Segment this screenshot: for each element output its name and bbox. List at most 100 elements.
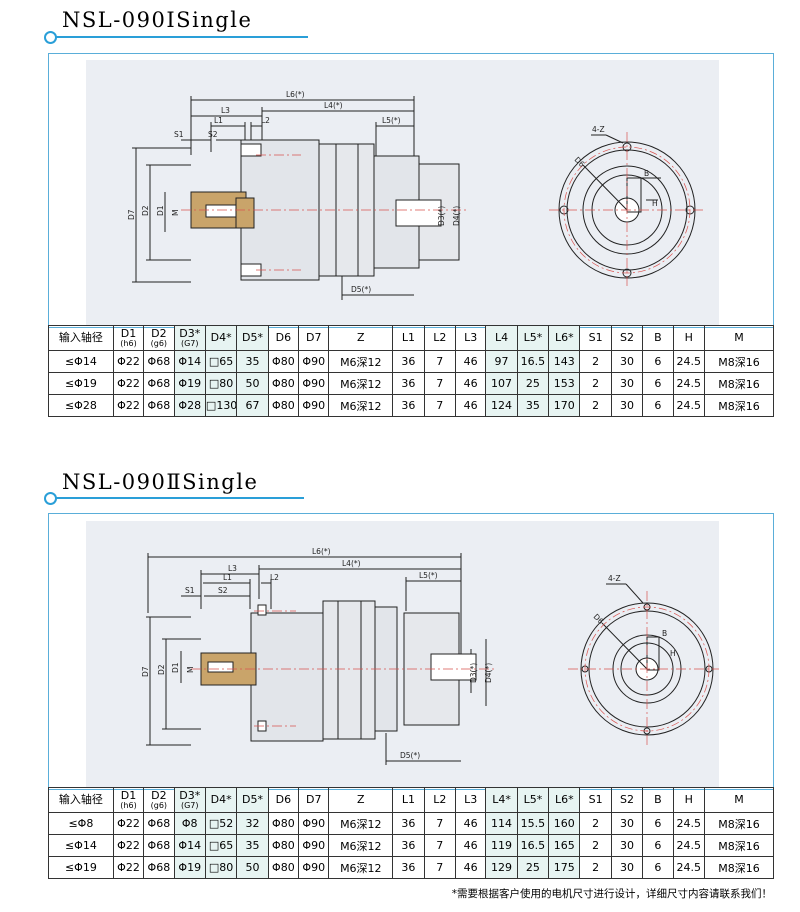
header-cell: D7 <box>298 325 330 351</box>
table-cell: Φ28 <box>173 394 206 417</box>
table-cell: □80 <box>204 856 238 879</box>
table-cell: 2 <box>579 834 612 857</box>
title-bullet-icon <box>44 492 57 505</box>
dim-label-l4: L4(*) <box>342 559 361 568</box>
header-cell: L5* <box>516 325 550 351</box>
table-cell: 7 <box>423 812 456 835</box>
table-cell: 16.5 <box>516 834 550 857</box>
table-cell: 170 <box>548 394 581 417</box>
table-cell: 6 <box>642 812 674 835</box>
table-cell: M8深16 <box>703 350 775 373</box>
dim-label-s1: S1 <box>174 130 184 139</box>
table-cell: 24.5 <box>672 812 705 835</box>
table-cell: 2 <box>579 856 612 879</box>
header-cell: D5* <box>236 325 269 351</box>
dim-label-z: 4-Z <box>592 125 605 134</box>
table-cell: ≤Φ19 <box>48 856 114 879</box>
table-cell: Φ80 <box>267 812 300 835</box>
table-cell: Φ22 <box>112 812 145 835</box>
table-cell: M6深12 <box>328 372 394 395</box>
table-cell: 7 <box>423 834 456 857</box>
footnote: *需要根据客户使用的电机尺寸进行设计，详细尺寸内容请联系我们！ <box>451 888 772 900</box>
table-cell: M6深12 <box>328 856 394 879</box>
title-underline <box>46 36 308 38</box>
header-cell: D3*(G7) <box>173 787 206 813</box>
header-cell: D2(g6) <box>143 787 175 813</box>
dim-label-d4: D4(*) <box>484 663 493 683</box>
table-cell: 35 <box>516 394 550 417</box>
table-cell: Φ14 <box>173 834 206 857</box>
table-cell: Φ80 <box>267 372 300 395</box>
header-cell: L4* <box>485 787 518 813</box>
gearbox-drawing-svg: L6(*) L4(*) L3 L1 L2 L5(*) S1 S2 D5(*) D… <box>141 547 719 765</box>
table-cell: 129 <box>485 856 518 879</box>
table-cell: Φ68 <box>143 856 175 879</box>
table-cell: 153 <box>548 372 581 395</box>
header-cell: D4* <box>204 787 238 813</box>
table-cell: 24.5 <box>672 350 705 373</box>
table-cell: Φ80 <box>267 834 300 857</box>
table-cell: Φ80 <box>267 394 300 417</box>
table-cell: M8深16 <box>703 856 775 879</box>
table-cell: 6 <box>642 350 674 373</box>
table-cell: ≤Φ8 <box>48 812 114 835</box>
table-cell: Φ68 <box>143 350 175 373</box>
header-cell: S1 <box>579 325 612 351</box>
table-cell: 2 <box>579 350 612 373</box>
dim-label-s1: S1 <box>185 586 195 595</box>
header-cell: S2 <box>610 787 644 813</box>
table-cell: Φ68 <box>143 812 175 835</box>
table-cell: 30 <box>610 350 644 373</box>
header-cell: H <box>672 325 705 351</box>
table-cell: 24.5 <box>672 372 705 395</box>
gearbox-drawing-svg: L6(*) L4(*) L3 L1 L2 L5(*) S1 S2 D5(*) D… <box>127 90 706 300</box>
header-cell: M <box>703 787 775 813</box>
header-cell: S1 <box>579 787 612 813</box>
table-cell: 24.5 <box>672 834 705 857</box>
spec-table: 输入轴径 D1(h6) D2(g6) D3*(G7) D4* D5* D6 D7… <box>48 787 775 879</box>
table-cell: Φ22 <box>112 394 145 417</box>
table-cell: Φ19 <box>173 372 206 395</box>
dim-label-z: 4-Z <box>608 574 621 583</box>
dim-label-h: H <box>670 649 676 658</box>
table-cell: 15.5 <box>516 812 550 835</box>
header-cell: L2 <box>423 787 456 813</box>
table-cell: 35 <box>236 834 269 857</box>
table-cell: Φ14 <box>173 350 206 373</box>
table-cell: M8深16 <box>703 812 775 835</box>
table-cell: 7 <box>423 350 456 373</box>
table-cell: ≤Φ14 <box>48 834 114 857</box>
header-cell: D1(h6) <box>112 325 145 351</box>
table-cell: 160 <box>548 812 581 835</box>
dim-label-d7: D7 <box>127 209 136 220</box>
table-cell: Φ22 <box>112 856 145 879</box>
table-cell: □130 <box>204 394 238 417</box>
table-cell: 46 <box>454 372 487 395</box>
table-cell: 35 <box>236 350 269 373</box>
header-cell: 输入轴径 <box>48 325 114 351</box>
technical-drawing: L6(*) L4(*) L3 L1 L2 L5(*) S1 S2 D5(*) D… <box>86 521 719 788</box>
table-cell: 107 <box>485 372 518 395</box>
table-cell: 24.5 <box>672 856 705 879</box>
table-cell: □65 <box>204 834 238 857</box>
table-cell: 46 <box>454 834 487 857</box>
table-cell: M6深12 <box>328 812 394 835</box>
header-cell: Z <box>328 787 394 813</box>
table-cell: M6深12 <box>328 834 394 857</box>
header-cell: L1 <box>392 787 425 813</box>
dim-label-d1: D1 <box>171 662 180 673</box>
dim-label-s2: S2 <box>208 130 218 139</box>
spec-table: 输入轴径 D1(h6) D2(g6) D3*(G7) D4* D5* D6 D7… <box>48 325 775 417</box>
header-cell: D7 <box>298 787 330 813</box>
header-cell: L5* <box>516 787 550 813</box>
table-cell: Φ90 <box>298 834 330 857</box>
title-bullet-icon <box>44 31 57 44</box>
table-cell: 50 <box>236 372 269 395</box>
dim-label-l3: L3 <box>221 106 230 115</box>
table-cell: 30 <box>610 372 644 395</box>
table-cell: 7 <box>423 372 456 395</box>
